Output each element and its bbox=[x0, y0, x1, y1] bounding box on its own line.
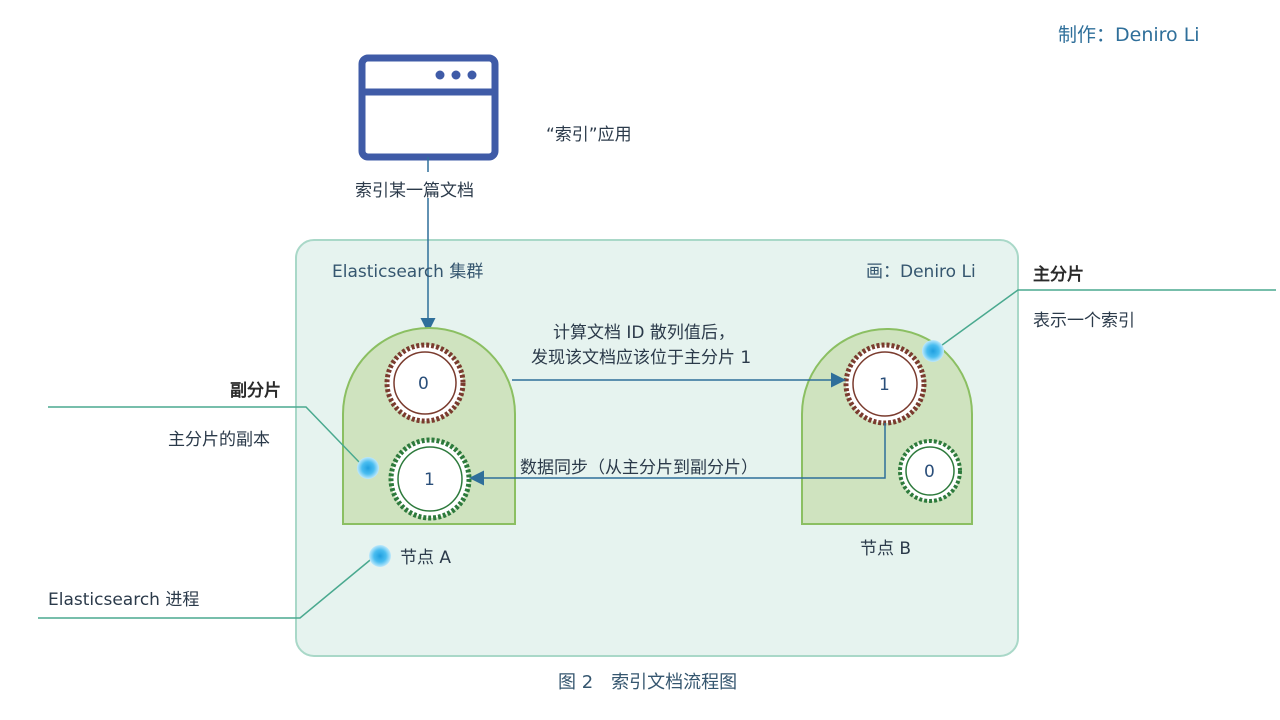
node-b-label: 节点 B bbox=[860, 539, 912, 559]
figure-caption: 图 2 索引文档流程图 bbox=[558, 672, 738, 693]
process-indicator-dot bbox=[369, 545, 391, 567]
index-doc-label: 索引某一篇文档 bbox=[355, 181, 474, 201]
legend-primary-desc: 表示一个索引 bbox=[1033, 311, 1135, 331]
node-b-replica-shard-ring bbox=[898, 439, 962, 503]
sync-label: 数据同步（从主分片到副分片） bbox=[520, 458, 758, 478]
legend-primary-title: 主分片 bbox=[1033, 265, 1084, 285]
legend-line-replica bbox=[48, 406, 361, 464]
route-label-line1: 计算文档 ID 散列值后， bbox=[553, 323, 735, 343]
app-label: “索引”应用 bbox=[546, 125, 632, 145]
replica-indicator-dot bbox=[357, 457, 379, 479]
sync-arrow bbox=[469, 423, 886, 486]
cluster-painter: 画：Deniro Li bbox=[866, 262, 976, 282]
cluster-title: Elasticsearch 集群 bbox=[332, 262, 484, 282]
legend-process-desc: Elasticsearch 进程 bbox=[48, 590, 200, 610]
legend-replica-desc: 主分片的副本 bbox=[168, 430, 270, 450]
node-b-primary-shard-label: 1 bbox=[879, 375, 890, 395]
node-a-replica-shard-label: 1 bbox=[424, 470, 435, 490]
credit-text: 制作：Deniro Li bbox=[1058, 24, 1200, 46]
node-a-primary-shard-ring bbox=[384, 342, 466, 424]
legend-replica-title: 副分片 bbox=[230, 381, 281, 401]
primary-indicator-dot bbox=[922, 340, 944, 362]
node-b-replica-shard-label: 0 bbox=[924, 462, 935, 482]
legend-line-primary bbox=[937, 289, 1276, 349]
route-label-line2: 发现该文档应该位于主分片 1 bbox=[531, 348, 752, 368]
node-a-primary-shard-label: 0 bbox=[418, 374, 429, 394]
node-a-label: 节点 A bbox=[400, 548, 452, 568]
legend-line-process bbox=[38, 555, 376, 619]
browser-window-icon bbox=[358, 54, 499, 161]
